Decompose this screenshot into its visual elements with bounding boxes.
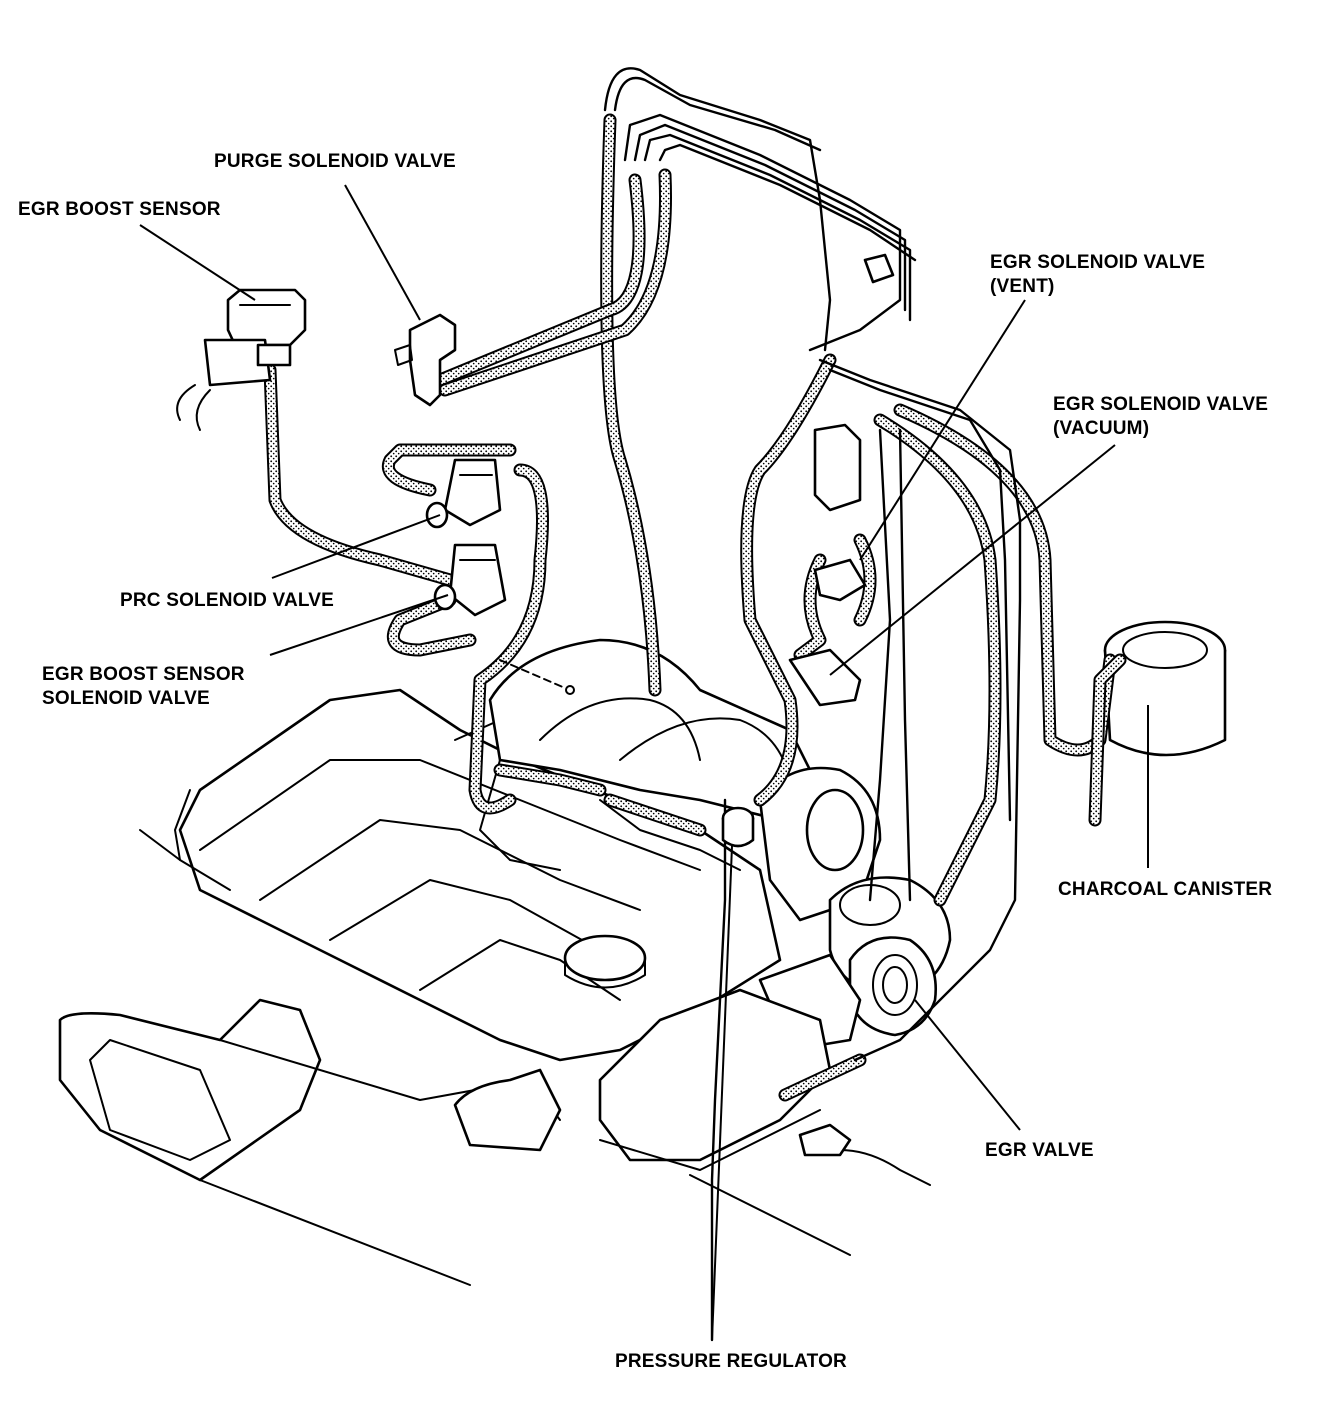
egr-solenoid-vent-line2: (VENT) bbox=[990, 276, 1055, 297]
charcoal-canister-text: CHARCOAL CANISTER bbox=[1058, 879, 1273, 900]
egr-valve-text: EGR VALVE bbox=[985, 1140, 1094, 1161]
egr-solenoid-vacuum-line2: (VACUUM) bbox=[1053, 418, 1150, 439]
prc-solenoid-valve-text: PRC SOLENOID VALVE bbox=[120, 590, 335, 611]
pressure-regulator-part bbox=[721, 806, 755, 848]
front-cover bbox=[199, 988, 931, 1286]
egr-solenoid-valve-vacuum-part bbox=[788, 253, 895, 707]
leader-lines bbox=[139, 184, 1149, 1341]
egr-boost-solenoid-line1: EGR BOOST SENSOR bbox=[42, 664, 245, 685]
egr-solenoid-valve-vent-label: EGR SOLENOID VALVE (VENT) bbox=[990, 251, 1205, 299]
pressure-regulator-text: PRESSURE REGULATOR bbox=[615, 1351, 847, 1372]
prc-solenoid-valve-label: PRC SOLENOID VALVE bbox=[120, 589, 334, 613]
dashed-pointer bbox=[499, 659, 575, 695]
egr-boost-sensor-text: EGR BOOST SENSOR bbox=[18, 199, 221, 220]
air-intake-duct bbox=[58, 998, 562, 1182]
egr-valve-body bbox=[758, 936, 937, 1052]
purge-solenoid-valve-label: PURGE SOLENOID VALVE bbox=[214, 150, 456, 174]
prc-solenoid-valve-part bbox=[425, 458, 502, 529]
egr-solenoid-vacuum-line1: EGR SOLENOID VALVE bbox=[1053, 394, 1269, 415]
egr-boost-sensor-part bbox=[176, 288, 307, 431]
egr-solenoid-valve-vacuum-label: EGR SOLENOID VALVE (VACUUM) bbox=[1053, 393, 1268, 441]
egr-valve-label: EGR VALVE bbox=[985, 1139, 1094, 1163]
metal-vacuum-lines bbox=[603, 67, 1022, 1342]
purge-solenoid-valve-part bbox=[394, 313, 457, 407]
egr-solenoid-valve-vent-part bbox=[813, 423, 867, 602]
egr-boost-sensor-solenoid-valve-label: EGR BOOST SENSOR SOLENOID VALVE bbox=[42, 663, 245, 711]
charcoal-canister-label: CHARCOAL CANISTER bbox=[1058, 878, 1272, 902]
pressure-regulator-label: PRESSURE REGULATOR bbox=[615, 1350, 847, 1374]
purge-solenoid-valve-text: PURGE SOLENOID VALVE bbox=[214, 151, 456, 172]
egr-solenoid-vent-line1: EGR SOLENOID VALVE bbox=[990, 252, 1206, 273]
charcoal-canister-body bbox=[1103, 620, 1227, 757]
egr-boost-sensor-label: EGR BOOST SENSOR bbox=[18, 198, 221, 222]
egr-boost-solenoid-line2: SOLENOID VALVE bbox=[42, 688, 210, 709]
